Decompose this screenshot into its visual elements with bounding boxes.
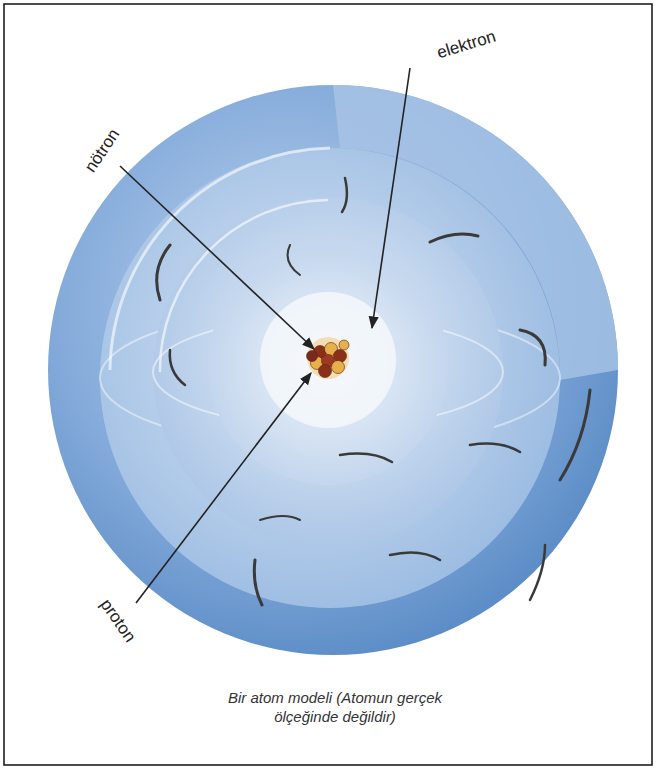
part-label: elektron: [435, 27, 498, 61]
part-label: nötron: [81, 125, 122, 174]
atom-sphere: [48, 85, 618, 655]
figure-caption: Bir atom modeli (Atomun gerçek ölçeğinde…: [215, 689, 455, 727]
electron-tracks: [157, 178, 590, 605]
frame: [4, 4, 652, 765]
leader-lines: [120, 68, 410, 603]
nucleus: [307, 337, 350, 379]
part-label: proton: [97, 595, 139, 644]
